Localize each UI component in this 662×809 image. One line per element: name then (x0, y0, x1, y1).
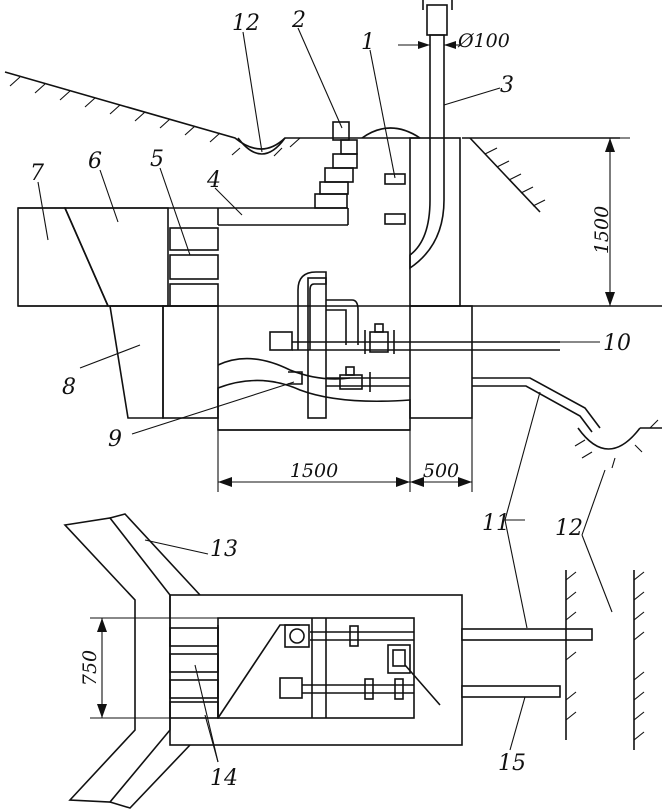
leader-lines (37, 27, 613, 763)
callout-labels: 1 2 3 4 5 6 7 8 9 10 11 12 12 13 14 15 (30, 8, 631, 791)
callout-2: 2 (291, 8, 306, 33)
plan-brick-blocks (169, 627, 219, 719)
section-view: 1500 Ø100 1500 500 (4, 0, 662, 492)
drainage-ditch-top (237, 137, 286, 155)
right-wall-upper (409, 137, 461, 307)
dim-plan-width: 750 (79, 617, 218, 719)
wall-brackets (384, 173, 406, 225)
callout-8: 8 (62, 375, 76, 400)
brick-blocks (169, 227, 219, 307)
gravel-bed (217, 379, 411, 431)
dim-pipe-diameter-label: Ø100 (457, 30, 510, 52)
callout-12-bottom: 12 (555, 516, 583, 541)
callout-14: 14 (210, 766, 238, 791)
plan-equipment (217, 618, 441, 719)
cover-slab (18, 207, 349, 226)
callout-10: 10 (603, 331, 631, 356)
partition-plate (307, 277, 327, 419)
pump-piping (269, 271, 560, 392)
callout-15: 15 (498, 751, 526, 776)
callout-3: 3 (500, 73, 514, 98)
drainage-ditch-bottom (574, 419, 662, 469)
callout-6: 6 (88, 149, 102, 174)
callout-12-top: 12 (232, 11, 260, 36)
dim-pipe-diameter: Ø100 (398, 30, 510, 52)
callout-4: 4 (206, 168, 221, 193)
soil-wedge (63, 207, 169, 307)
callout-1: 1 (361, 30, 375, 55)
dim-horizontal: 1500 500 (217, 418, 473, 492)
callout-7: 7 (30, 161, 44, 186)
dim-wall-thickness-label: 500 (423, 460, 459, 482)
vent-pipe (409, 0, 453, 270)
callout-13: 13 (210, 537, 238, 562)
dim-depth: 1500 (462, 137, 630, 306)
earth-mound (361, 127, 421, 139)
dim-plan-width-label: 750 (79, 650, 101, 686)
callout-9: 9 (108, 427, 122, 452)
clay-lock (109, 305, 164, 419)
callout-11: 11 (482, 511, 510, 536)
sand-backfill (17, 207, 110, 307)
ground-surface-right (462, 137, 620, 213)
dim-chamber-width-label: 1500 (290, 460, 338, 482)
plan-view: 750 (63, 513, 645, 809)
plan-ditch-walls (565, 570, 645, 750)
dim-depth-label: 1500 (591, 206, 613, 254)
access-stairs (314, 121, 358, 209)
left-wall (162, 305, 219, 419)
callout-5: 5 (150, 147, 164, 172)
right-wall-lower (409, 305, 473, 419)
plan-inner-chamber (217, 617, 415, 719)
plan-outlet-pipes (461, 628, 593, 698)
outlet-pipe (472, 377, 601, 433)
